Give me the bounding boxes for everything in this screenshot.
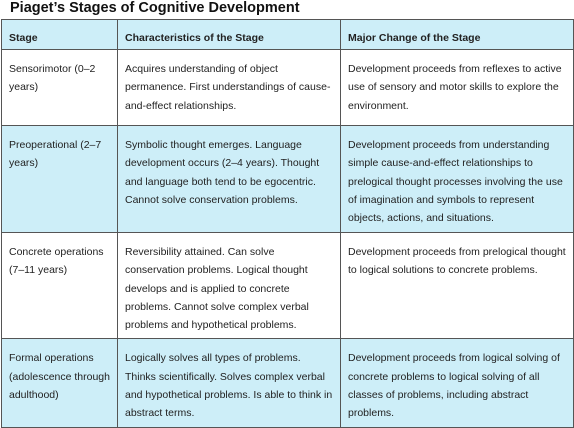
characteristics-cell: Reversibility attained. Can solve conser… bbox=[117, 231, 341, 340]
stage-cell: Formal operations (adolescence through a… bbox=[1, 338, 118, 428]
column-header-stage: Stage bbox=[1, 19, 118, 50]
stages-table: Stage Characteristics of the Stage Major… bbox=[1, 19, 574, 428]
major-change-cell: Development proceeds from prelogical tho… bbox=[340, 231, 574, 340]
characteristics-cell: Symbolic thought emerges. Language devel… bbox=[117, 125, 341, 233]
column-header-major-change: Major Change of the Stage bbox=[340, 19, 574, 50]
stage-cell: Sensorimotor (0–2 years) bbox=[1, 49, 118, 126]
column-header-characteristics: Characteristics of the Stage bbox=[117, 19, 341, 50]
major-change-cell: Development proceeds from understanding … bbox=[340, 125, 574, 233]
stage-cell: Concrete operations (7–11 years) bbox=[1, 231, 118, 340]
characteristics-cell: Acquires understanding of object permane… bbox=[117, 49, 341, 126]
major-change-cell: Development proceeds from reflexes to ac… bbox=[340, 49, 574, 126]
table-row: Formal operations (adolescence through a… bbox=[1, 338, 574, 428]
table-header-row: Stage Characteristics of the Stage Major… bbox=[1, 19, 574, 50]
stage-cell: Preoperational (2–7 years) bbox=[1, 125, 118, 233]
table-row: Sensorimotor (0–2 years) Acquires unders… bbox=[1, 49, 574, 126]
table-row: Preoperational (2–7 years) Symbolic thou… bbox=[1, 125, 574, 233]
major-change-cell: Development proceeds from logical solvin… bbox=[340, 338, 574, 428]
table-title: Piaget’s Stages of Cognitive Development bbox=[10, 0, 300, 16]
characteristics-cell: Logically solves all types of problems. … bbox=[117, 338, 341, 428]
table-row: Concrete operations (7–11 years) Reversi… bbox=[1, 231, 574, 340]
